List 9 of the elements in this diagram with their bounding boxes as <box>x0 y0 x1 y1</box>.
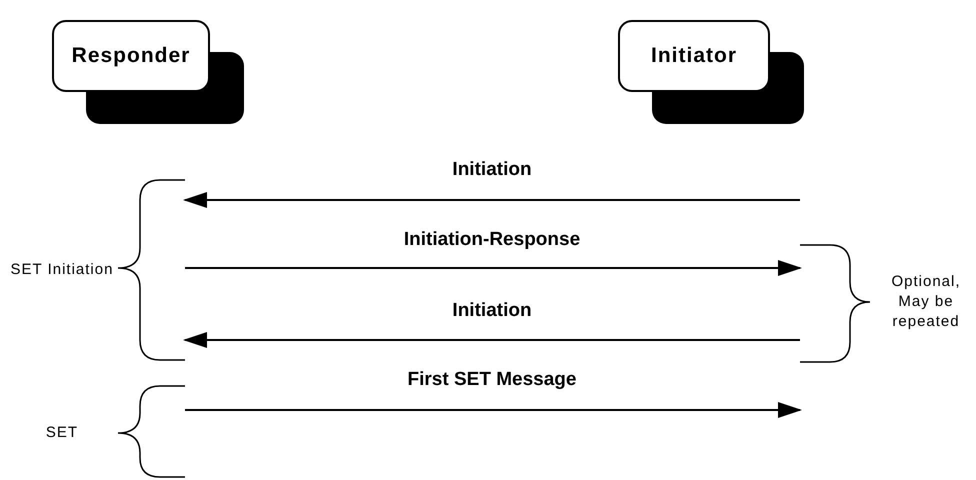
bracket-label: Optional, May be repeated <box>890 272 962 332</box>
message-label: First SET Message <box>408 369 576 391</box>
message-label: Initiation-Response <box>404 229 580 251</box>
message-label: Initiation <box>452 159 532 181</box>
participant-name: Responder <box>72 44 190 68</box>
bracket-label: SET <box>44 423 80 443</box>
participant-name: Initiator <box>651 44 737 68</box>
bracket-label: SET Initiation <box>10 260 114 280</box>
message-label: Initiation <box>452 300 532 322</box>
